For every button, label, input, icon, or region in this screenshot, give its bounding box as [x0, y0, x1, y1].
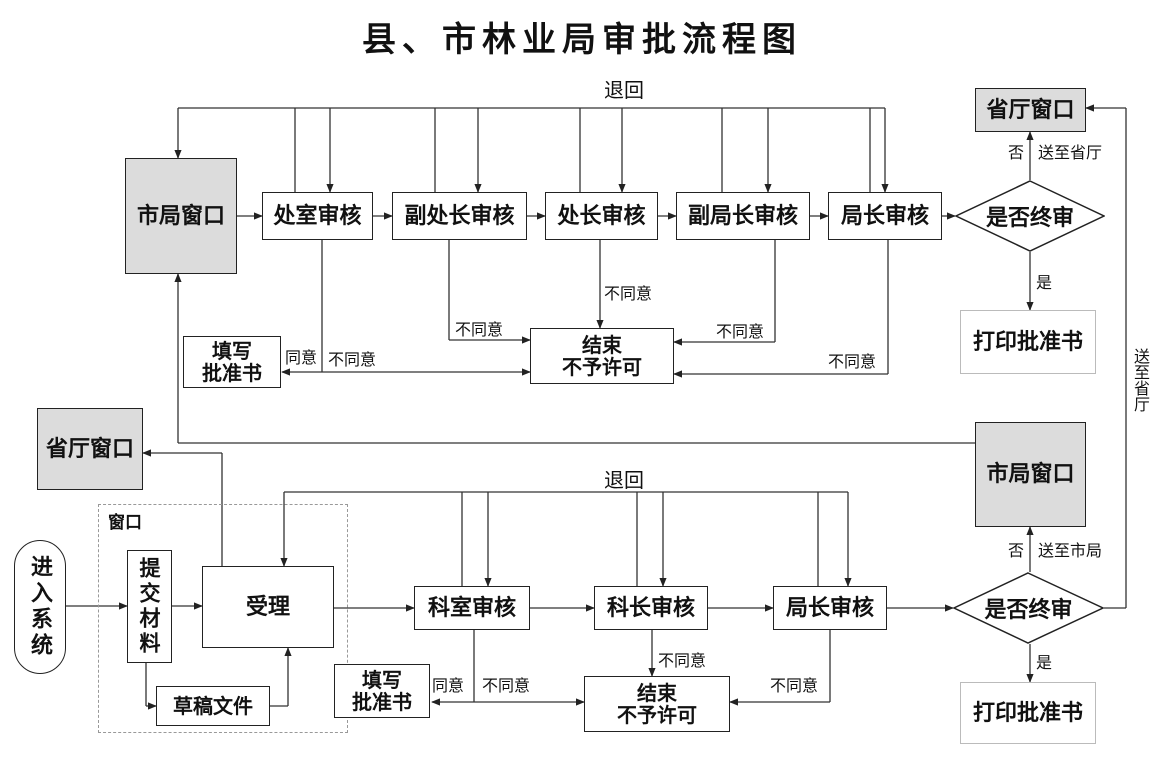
window-group: [98, 504, 348, 733]
bottom-no-label: 否: [1008, 541, 1025, 560]
accept-box: 受理: [202, 566, 334, 648]
top-disagree-label-5: 不同意: [828, 352, 877, 371]
bottom-print-approval-label: 打印批准书: [972, 699, 1083, 726]
top-no-label: 否: [1008, 143, 1025, 162]
bottom-province-window-box: 省厅窗口: [37, 408, 143, 490]
top-return-label: 退回: [604, 78, 644, 102]
top-step-deputy-director-review: 副处长审核: [392, 192, 527, 240]
top-print-approval-box: 打印批准书: [960, 310, 1096, 374]
bottom-fill-approval-box: 填写 批准书: [334, 664, 430, 718]
bottom-step-chief-review: 局长审核: [773, 586, 887, 630]
top-disagree-label-1: 不同意: [328, 350, 377, 369]
top-step-chief-review: 局长审核: [828, 192, 942, 240]
bottom-province-window-label: 省厅窗口: [45, 435, 134, 462]
diagram-title: 县、市林业局审批流程图: [362, 20, 802, 60]
bottom-disagree-label-2: 不同意: [658, 651, 707, 670]
top-province-window-label: 省厅窗口: [986, 96, 1075, 123]
bottom-disagree-label-1: 不同意: [482, 676, 531, 695]
bottom-city-window-box: 市局窗口: [975, 422, 1086, 527]
bottom-yes-label: 是: [1036, 653, 1053, 672]
top-step-label: 副处长审核: [404, 202, 515, 229]
bottom-end-line2: 不予许可: [617, 703, 697, 727]
window-group-label: 窗口: [108, 513, 142, 533]
top-agree-label: 同意: [285, 348, 318, 367]
top-yes-label: 是: [1036, 273, 1053, 292]
bottom-decision-label: 是否终审: [984, 597, 1073, 623]
bottom-disagree-label-3: 不同意: [770, 676, 819, 695]
bottom-send-city-label: 送至市局: [1038, 541, 1103, 560]
bottom-step-label: 科长审核: [606, 594, 695, 621]
bottom-step-section-review: 科室审核: [414, 586, 530, 630]
top-decision-diamond: [955, 180, 1105, 252]
draft-docs-box: 草稿文件: [156, 686, 270, 726]
top-step-office-review: 处室审核: [262, 192, 373, 240]
submit-materials-box: 提交材料: [127, 550, 172, 663]
top-disagree-label-2: 不同意: [455, 320, 504, 339]
submit-materials-label: 提交材料: [137, 556, 163, 657]
top-city-window-box: 市局窗口: [125, 158, 237, 274]
bottom-fill-line2: 批准书: [352, 690, 412, 714]
accept-label: 受理: [245, 593, 290, 620]
top-print-approval-label: 打印批准书: [972, 328, 1083, 355]
side-send-province-label: 送至省厅: [1131, 348, 1150, 412]
enter-system-oval: 进入系统: [14, 540, 66, 674]
bottom-step-section-chief-review: 科长审核: [594, 586, 708, 630]
top-fill-approval-box: 填写 批准书: [183, 336, 281, 388]
top-send-province-label: 送至省厅: [1038, 143, 1103, 162]
top-step-label: 处室审核: [273, 202, 362, 229]
bottom-print-approval-box: 打印批准书: [960, 682, 1096, 744]
top-end-box: 结束 不予许可: [530, 328, 674, 384]
top-end-line1: 结束: [582, 333, 622, 357]
top-step-director-review: 处长审核: [545, 192, 658, 240]
bottom-fill-line1: 填写: [362, 668, 402, 692]
top-step-label: 处长审核: [557, 202, 646, 229]
bottom-end-line1: 结束: [637, 681, 677, 705]
top-city-window-label: 市局窗口: [136, 202, 225, 229]
top-step-deputy-chief-review: 副局长审核: [676, 192, 810, 240]
top-disagree-label-4: 不同意: [716, 322, 765, 341]
bottom-return-label: 退回: [604, 468, 644, 492]
bottom-city-window-label: 市局窗口: [986, 461, 1075, 488]
draft-docs-label: 草稿文件: [173, 694, 253, 718]
top-end-line2: 不予许可: [562, 355, 642, 379]
top-step-label: 局长审核: [840, 202, 929, 229]
bottom-step-label: 科室审核: [427, 594, 516, 621]
bottom-decision-diamond: [953, 572, 1104, 644]
top-disagree-label-3: 不同意: [604, 284, 653, 303]
bottom-step-label: 局长审核: [785, 594, 874, 621]
bottom-agree-label: 同意: [432, 676, 465, 695]
top-decision-label: 是否终审: [985, 205, 1074, 231]
top-fill-line1: 填写: [212, 339, 252, 363]
top-step-label: 副局长审核: [687, 202, 798, 229]
top-province-window-box: 省厅窗口: [975, 88, 1086, 132]
enter-system-label: 进入系统: [27, 555, 53, 659]
bottom-end-box: 结束 不予许可: [584, 676, 730, 732]
top-fill-line2: 批准书: [202, 361, 262, 385]
